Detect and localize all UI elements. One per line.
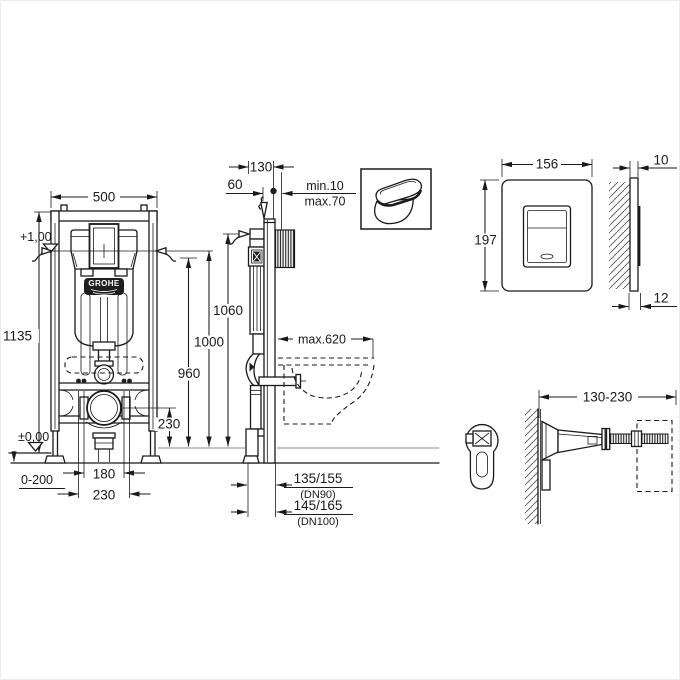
break-arrow-side: [238, 229, 252, 239]
dim-outlet-dn90: 135/155: [294, 471, 343, 486]
wall-sleeve: [274, 229, 296, 269]
dim-frame-height: 1135: [3, 329, 32, 344]
dim-frame-depth: 130: [250, 160, 273, 175]
plate-profile: [629, 177, 639, 292]
fixing-stud: [121, 378, 127, 384]
dim-fixing-inner: 180: [93, 467, 116, 482]
fixing-stud: [81, 378, 87, 384]
dim-plate-width: 156: [536, 157, 559, 172]
flush-button-outer: [522, 205, 572, 268]
dim-front-offset: 60: [227, 177, 242, 192]
wall-bracket-side: 130-230: [525, 390, 677, 525]
flush-plate-side: 10 12: [609, 153, 677, 310]
front-view-dimensions: 500 1135 +1,00 ±0,00 0-200 180 230 230: [3, 190, 184, 503]
dim-plate-thickness-top: 10: [653, 153, 668, 168]
break-arrow-left: [41, 246, 55, 256]
installation-height-dimensions: 960 1000 1060: [175, 233, 249, 447]
top-crossbar: [50, 210, 158, 222]
dim-wc-projection: max.620: [298, 333, 346, 347]
drain-fitting: [94, 437, 114, 450]
break-arrow-top: [260, 201, 268, 219]
bracket-wedge: [541, 420, 559, 462]
dim-fixing-outer: 230: [93, 488, 116, 503]
dim-outlet-dn100: 145/165: [294, 498, 343, 513]
side-view-dimensions: 130 60 min.10 max.70 max.620 135/155 (DN…: [226, 160, 374, 528]
flush-elbow-profile: [245, 353, 261, 387]
note-dn100: (DN100): [297, 516, 339, 528]
floor-buildup-label: 0-200: [21, 473, 53, 487]
outlet-pipe-profile: [249, 384, 262, 430]
grohe-logo-text: GROHE: [88, 279, 120, 288]
wc-icon-box: [360, 168, 432, 230]
wc-seat-edge: [376, 189, 423, 207]
bracket-slot: [476, 451, 488, 478]
outlet-socket: [86, 390, 122, 426]
mounting-rail: [263, 218, 276, 464]
break-arrow-right: [153, 246, 167, 256]
reference-point: [270, 187, 277, 195]
dim-bracket-range: 130-230: [583, 390, 633, 405]
fixing-stud: [76, 378, 81, 384]
side-foot-plate: [242, 455, 260, 464]
flush-plate-front: 156 197: [470, 157, 593, 292]
flush-bend: [93, 364, 115, 385]
dim-height-1000: 1000: [194, 335, 224, 350]
wc-flush-pipe: [258, 376, 299, 387]
wall-hatch-bracket: [525, 409, 538, 524]
side-view-frame: [228, 161, 306, 517]
front-view-frame: GROHE: [44, 204, 213, 498]
flush-pipe-collar: [92, 341, 116, 351]
fixing-stud: [127, 378, 132, 384]
dim-plate-height: 197: [474, 233, 497, 248]
floor-lines: [8, 447, 440, 464]
foot-plate-right: [140, 455, 162, 464]
note-dn90: (DN90): [300, 489, 335, 501]
service-opening: [64, 356, 144, 374]
rail-dashed-outline: [636, 419, 673, 493]
break-arrow-tail: [31, 251, 44, 262]
dim-plate-thickness-bottom: 12: [653, 291, 668, 306]
level-top-label: +1,00: [20, 230, 52, 244]
level-symbol-top: [42, 243, 59, 254]
wall-hatch: [609, 182, 630, 289]
button-notch: [540, 253, 554, 260]
wc-lid: [375, 178, 423, 205]
dim-height-960: 960: [178, 366, 201, 381]
foot-plate-left: [44, 455, 66, 464]
wall-finish-max: max.70: [305, 195, 346, 209]
bracket-arm: [557, 429, 603, 454]
dim-outlet-height: 230: [158, 417, 181, 432]
rod-nut: [630, 430, 643, 448]
dim-height-1060: 1060: [213, 303, 243, 318]
dim-frame-width: 500: [93, 190, 116, 205]
wc-dashed-outline: [278, 357, 375, 425]
wall-bracket-front: [465, 424, 499, 490]
level-zero-label: ±0,00: [18, 430, 49, 444]
wall-finish-min: min.10: [306, 179, 344, 193]
level-symbol-zero: [27, 441, 44, 453]
